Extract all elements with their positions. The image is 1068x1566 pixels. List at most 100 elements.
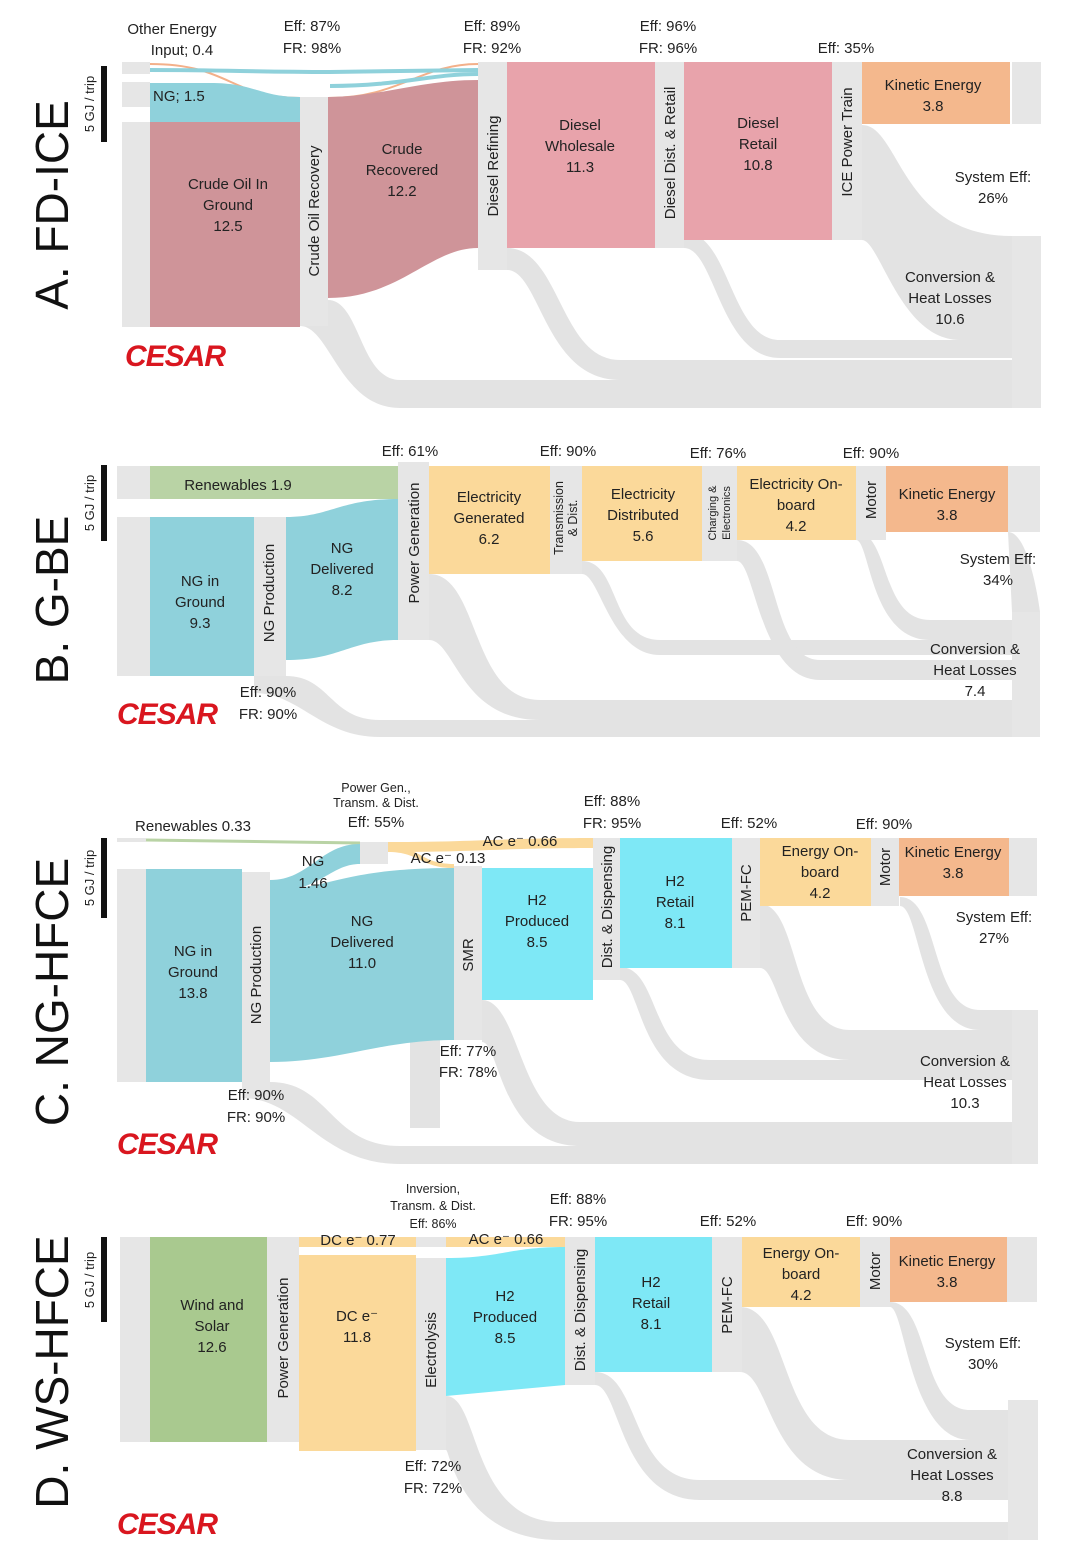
flow-ng-thin-2 — [329, 72, 479, 88]
label-h2-produced-value: 8.5 — [527, 934, 548, 951]
label-ng-ground: NG in — [181, 573, 219, 590]
process-ice-power-train — [832, 62, 862, 240]
label-fr-ng: FR: 90% — [227, 1109, 285, 1126]
label-losses-value: 7.4 — [965, 683, 986, 700]
label-ac-066: AC e⁻ 0.66 — [483, 833, 558, 850]
label-other-energy: Other Energy — [127, 21, 217, 38]
label-dc: DC e⁻ — [336, 1308, 378, 1325]
cesar-logo: CESAR — [117, 1508, 218, 1541]
label-system-eff: System Eff: — [955, 169, 1031, 186]
label-fr-dist: FR: 96% — [639, 40, 697, 57]
label-losses: Conversion & — [905, 269, 995, 286]
label-elec-distributed-value: 5.6 — [633, 528, 654, 545]
loss-flows — [446, 1302, 1008, 1540]
label-h2-produced-2: Produced — [473, 1309, 537, 1326]
label-inversion-eff: Eff: 86% — [409, 1217, 456, 1231]
label-ng-branch-value: 1.46 — [298, 875, 327, 892]
label-h2-retail-2: Retail — [656, 894, 694, 911]
process-transmission — [550, 466, 582, 574]
label-eff-ng: Eff: 90% — [240, 684, 296, 701]
label-system-eff-value: 27% — [979, 930, 1009, 947]
flow-ng-delivered — [270, 868, 454, 1062]
node-energy-onboard — [760, 838, 871, 906]
node-h2-retail — [620, 838, 732, 968]
label-system-eff-value: 26% — [978, 190, 1008, 207]
node-electricity-distributed — [582, 466, 702, 561]
label-wind-solar-2: Solar — [194, 1318, 229, 1335]
label-other-energy-value: Input; 0.4 — [151, 42, 214, 59]
label-wholesale: Diesel — [559, 117, 601, 134]
label-eff-dist: Eff: 88% — [584, 793, 640, 810]
panel-c-title: C. NG-HFCE — [26, 858, 78, 1126]
label-losses: Conversion & — [907, 1446, 997, 1463]
label-ng-ground-value: 9.3 — [190, 615, 211, 632]
label-elec-generated: Electricity — [457, 489, 522, 506]
label-h2-retail: H2 — [665, 873, 684, 890]
label-ng-delivered-value: 8.2 — [332, 582, 353, 599]
label-h2-retail-value: 8.1 — [665, 915, 686, 932]
label-losses-2: Heat Losses — [910, 1467, 993, 1484]
process-ng-production — [254, 517, 286, 676]
label-eff-powertrain: Eff: 35% — [818, 40, 874, 57]
label-wholesale-2: Wholesale — [545, 138, 615, 155]
label-elec-generated-2: Generated — [454, 510, 525, 527]
label-ac-066: AC e⁻ 0.66 — [469, 1231, 544, 1248]
label-losses: Conversion & — [930, 641, 1020, 658]
panel-c-labels: Renewables 0.33 Power Gen., Transm. & Di… — [135, 781, 1032, 1126]
label-kinetic-value: 3.8 — [937, 507, 958, 524]
node-crude-oil-in-ground — [150, 122, 300, 327]
flow-ng-thin — [149, 68, 479, 75]
label-eff-dist: Eff: 88% — [550, 1191, 606, 1208]
label-eff-power: Eff: 61% — [382, 443, 438, 460]
process-diesel-dist-retail — [655, 62, 684, 248]
panel-b-g-be: B. G-BE 5 GJ / trip Renewables 1.9 Eff — [26, 443, 1040, 737]
label-eff-smr: Eff: 77% — [440, 1043, 496, 1060]
label-energy-onboard: Energy On- — [763, 1245, 840, 1262]
scale-bar — [101, 66, 107, 142]
label-elec-distributed: Electricity — [611, 486, 676, 503]
label-ac-013: AC e⁻ 0.13 — [411, 850, 486, 867]
label-proc-pemfc: PEM-FC — [738, 864, 755, 922]
label-fr-recovery: FR: 98% — [283, 40, 341, 57]
label-fr-smr: FR: 78% — [439, 1064, 497, 1081]
label-ng-delivered-2: Delivered — [330, 934, 393, 951]
label-h2-produced-2: Produced — [505, 913, 569, 930]
label-ng-delivered: NG — [351, 913, 374, 930]
node-renewables-input — [117, 838, 146, 842]
node-diesel-wholesale — [507, 62, 655, 248]
label-proc-motor: Motor — [863, 481, 880, 519]
panel-b-labels: Renewables 1.9 Eff: 61% Eff: 90% Eff: 76… — [175, 443, 1036, 723]
label-fr-dist: FR: 95% — [583, 815, 641, 832]
label-wind-solar: Wind and — [180, 1297, 243, 1314]
label-proc-ng-production: NG Production — [261, 544, 278, 642]
label-losses-value: 10.6 — [935, 311, 964, 328]
node-loss-sink — [1012, 236, 1041, 408]
label-power-gen-2: Transm. & Dist. — [333, 796, 419, 810]
process-ng-production — [242, 872, 270, 1098]
flow-renewables — [145, 838, 361, 845]
panel-a-fd-ice: A. FD-ICE 5 GJ / trip — [26, 18, 1041, 408]
node-energy-onboard — [742, 1237, 860, 1307]
label-eff-pemfc: Eff: 52% — [721, 815, 777, 832]
panel-d-title: D. WS-HFCE — [26, 1235, 78, 1508]
label-eff-refining: Eff: 89% — [464, 18, 520, 35]
flow-ng-delivered — [286, 499, 398, 660]
process-pem-fc — [732, 838, 760, 968]
label-ng-ground: NG in — [174, 943, 212, 960]
label-kinetic: Kinetic Energy — [899, 1253, 996, 1270]
label-kinetic-value: 3.8 — [937, 1274, 958, 1291]
label-losses-value: 10.3 — [950, 1095, 979, 1112]
label-crude-recovered-value: 12.2 — [387, 183, 416, 200]
node-kinetic-sink — [1008, 466, 1040, 532]
label-energy-onboard-2: board — [782, 1266, 820, 1283]
label-eff-motor: Eff: 90% — [856, 816, 912, 833]
label-ng-ground-2: Ground — [168, 964, 218, 981]
label-elec-onboard: Electricity On- — [749, 476, 842, 493]
node-renewables-input — [117, 466, 150, 499]
label-losses-2: Heat Losses — [908, 290, 991, 307]
label-proc-transmission-2: & Dist. — [566, 500, 580, 537]
process-power-gen — [360, 842, 388, 864]
process-diesel-refining — [478, 62, 507, 270]
node-diesel-retail — [684, 62, 832, 240]
